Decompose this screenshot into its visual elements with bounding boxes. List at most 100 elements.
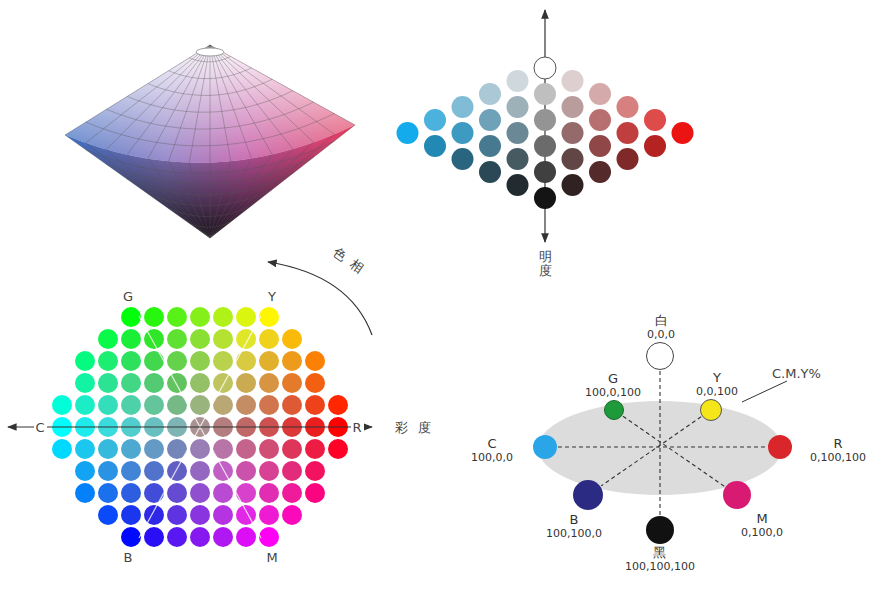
hue-letter: R (351, 420, 364, 435)
color-dot (190, 373, 210, 393)
circle-label: M0,100,0 (741, 512, 783, 539)
cone-grid (169, 45, 210, 161)
color-name: R (810, 437, 866, 451)
color-dot (121, 373, 141, 393)
cone-grid (86, 45, 210, 143)
color-dot (98, 373, 118, 393)
color-dot (282, 483, 302, 503)
color-dot (562, 70, 584, 92)
color-circle: G100,0,100 (604, 400, 624, 420)
color-name: B (546, 513, 602, 527)
color-dot (534, 135, 556, 157)
color-name: C (471, 437, 513, 451)
color-dot (259, 483, 279, 503)
cone-grid (148, 190, 272, 206)
color-dot (121, 351, 141, 371)
axis-label: 明度 (539, 250, 552, 279)
color-dot (121, 307, 141, 327)
dashed-axis (623, 416, 725, 486)
color-circle: 白0,0,0 (646, 342, 674, 370)
cone-grid (189, 222, 230, 227)
color-circle: R0,100,100 (768, 435, 792, 459)
color-dot (236, 351, 256, 371)
color-dot (644, 109, 666, 131)
color-dot (534, 83, 556, 105)
color-dot (190, 505, 210, 525)
cone-grid (169, 68, 252, 79)
color-dot (562, 148, 584, 170)
cmy-value: 0,100,0 (741, 526, 783, 539)
color-dot (282, 329, 302, 349)
hue-letter: G (123, 289, 133, 304)
color-dot (213, 527, 233, 547)
color-dot (259, 307, 279, 327)
color-dot (589, 83, 611, 105)
color-dot (589, 109, 611, 131)
color-dot (259, 329, 279, 349)
color-dot (190, 307, 210, 327)
color-dot (75, 483, 95, 503)
circle-label: R0,100,100 (810, 437, 866, 464)
color-dot (98, 395, 118, 415)
color-dot (121, 395, 141, 415)
color-dot (562, 96, 584, 118)
color-dot (305, 351, 325, 371)
color-dot (589, 135, 611, 157)
dashed-axis (659, 371, 660, 515)
color-dot (534, 57, 556, 79)
color-dot (121, 461, 141, 481)
color-dot (167, 527, 187, 547)
cone-grid (210, 158, 251, 238)
color-dot (167, 461, 187, 481)
color-dot (328, 439, 348, 459)
cone-grid (148, 79, 272, 95)
dashed-axis (558, 446, 767, 447)
color-dot (589, 161, 611, 183)
cmy-value: 100,100,0 (546, 527, 602, 540)
color-dot (213, 329, 233, 349)
cmy-value: 100,0,0 (471, 451, 513, 464)
color-dot (452, 96, 474, 118)
circle-label: B100,100,0 (546, 513, 602, 540)
color-dot (213, 351, 233, 371)
color-dot (479, 161, 501, 183)
color-circle: B100,100,0 (573, 480, 603, 510)
color-name: M (741, 512, 783, 526)
color-dot (144, 329, 164, 349)
legend-note: C.M.Y% (772, 366, 821, 381)
color-dot (534, 187, 556, 209)
cone-grid (210, 149, 293, 238)
cmy-value: 0,100,100 (810, 451, 866, 464)
color-dot (167, 307, 187, 327)
color-dot (75, 439, 95, 459)
color-dot (534, 161, 556, 183)
color-name: 黑 (625, 546, 695, 560)
color-dot (507, 174, 529, 196)
color-dot (144, 483, 164, 503)
color-dot (259, 461, 279, 481)
color-dot (282, 439, 302, 459)
color-circle: Y0,0,100 (700, 399, 722, 421)
cone-grid (210, 45, 272, 154)
hue-letter: Y (268, 289, 276, 304)
cone-grid (127, 45, 210, 155)
color-dot (98, 439, 118, 459)
color-dot (167, 483, 187, 503)
hue-letter: M (266, 550, 277, 565)
circle-label: 白0,0,0 (647, 314, 675, 341)
hue-letter: C (34, 420, 47, 435)
color-dot (144, 351, 164, 371)
color-dot (305, 373, 325, 393)
cone-grid (210, 45, 334, 134)
cone-grid (189, 45, 210, 163)
color-dot (259, 395, 279, 415)
color-dot (190, 329, 210, 349)
circle-label: Y0,0,100 (696, 371, 738, 398)
color-dot (190, 351, 210, 371)
color-dot (236, 505, 256, 525)
color-dot (424, 135, 446, 157)
cmy-value: 100,0,100 (585, 386, 641, 399)
color-dot (236, 329, 256, 349)
color-name: G (585, 372, 641, 386)
